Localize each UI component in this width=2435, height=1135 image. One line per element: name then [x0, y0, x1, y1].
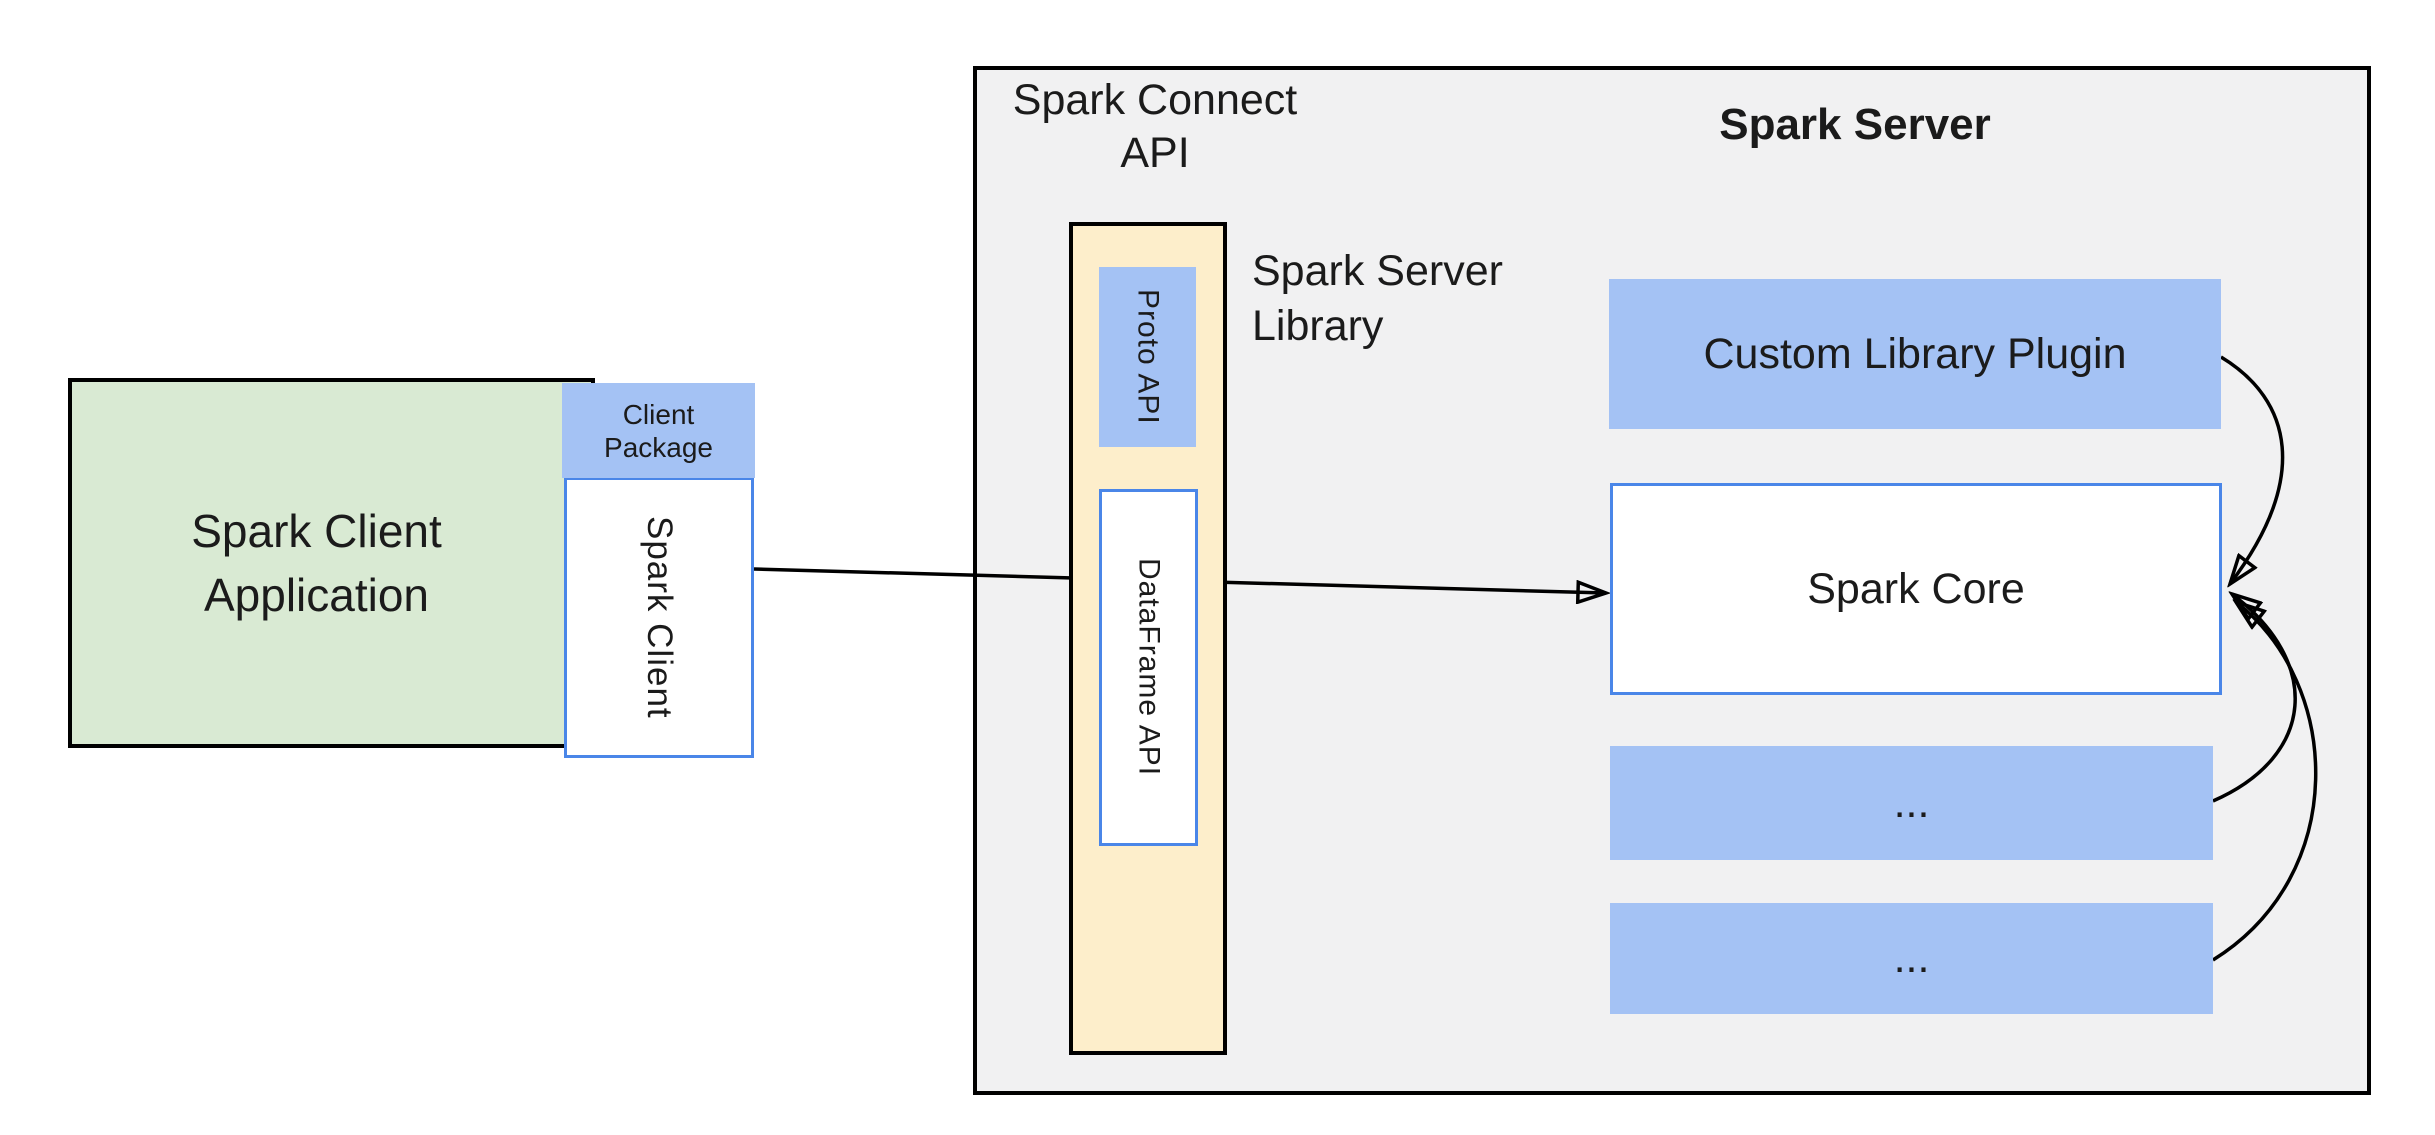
- ellipsis-box-1: ...: [1610, 746, 2213, 860]
- spark-core-box: Spark Core: [1610, 483, 2222, 695]
- spark-client-application-label: Spark Client Application: [191, 504, 442, 621]
- custom-library-plugin-box: Custom Library Plugin: [1609, 279, 2221, 429]
- spark-connect-api-title: Spark Connect API: [1012, 76, 1298, 177]
- client-package-box: Client Package: [562, 383, 755, 478]
- proto-api-box: Proto API: [1099, 267, 1196, 447]
- proto-api-label: Proto API: [1131, 289, 1165, 425]
- ellipsis-box-2: ...: [1610, 903, 2213, 1014]
- spark-server-title: Spark Server: [1719, 100, 1991, 149]
- spark-client-box: Spark Client: [564, 477, 754, 758]
- dataframe-api-box: DataFrame API: [1099, 489, 1198, 846]
- spark-client-label: Spark Client: [640, 516, 679, 719]
- spark-server-library-label: Spark Server Library: [1252, 247, 1503, 350]
- plugin-to-core-arrow: [2220, 355, 2285, 584]
- dataframe-api-label: DataFrame API: [1132, 558, 1166, 777]
- ellipsis1-to-core-arrow: [2212, 594, 2297, 803]
- spark-client-application-box: [68, 378, 595, 748]
- ellipsis2-to-core-arrow: [2212, 602, 2318, 962]
